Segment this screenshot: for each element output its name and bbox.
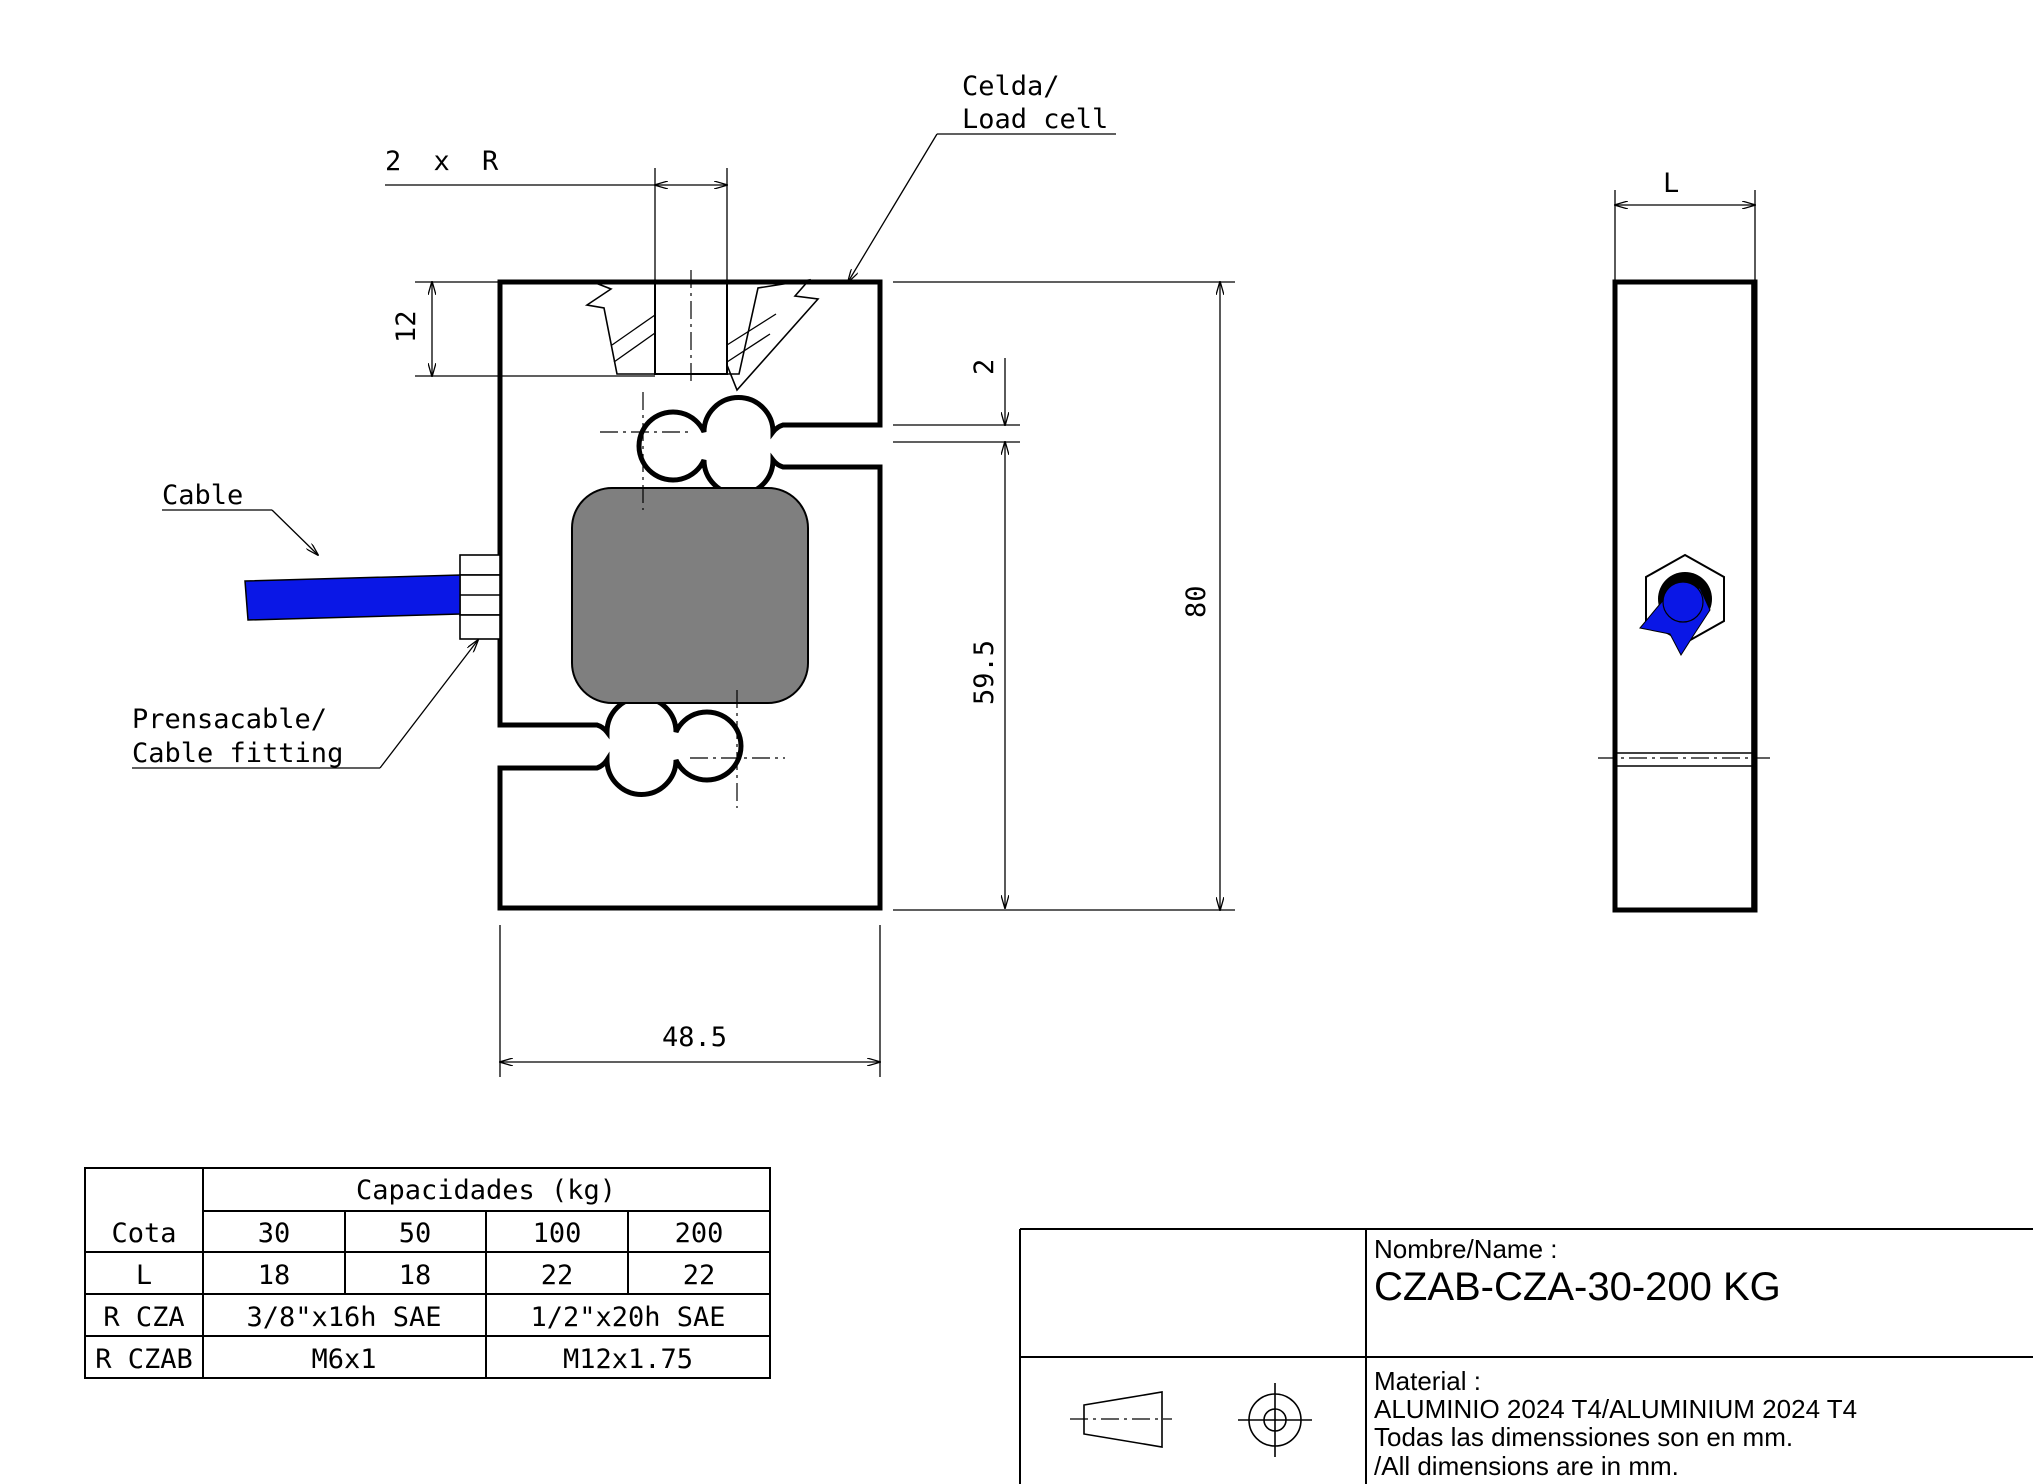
table-cell: 50 [399, 1218, 432, 1249]
table-header: Capacidades (kg) [356, 1175, 616, 1206]
table-cell: M6x1 [311, 1344, 376, 1375]
table-cell: 1/2"x20h SAE [530, 1302, 725, 1333]
table-cell: 30 [258, 1218, 291, 1249]
dim-59-5: 59.5 [969, 640, 1000, 705]
projection-symbol-icon [1070, 1383, 1312, 1457]
table-cell: R CZAB [95, 1344, 193, 1375]
thread-label: 2 x R [385, 146, 506, 177]
callouts: Celda/ Load cell Cable Prensacable/ Cabl… [132, 71, 1116, 769]
table-cell: R CZA [103, 1302, 184, 1333]
table-cell: L [136, 1260, 152, 1291]
threaded-hole-top [584, 270, 820, 392]
front-dimensions: 2 x R 12 2 59.5 80 48.5 [385, 146, 1235, 1077]
material-label: Material : [1374, 1366, 1481, 1396]
front-view [244, 270, 883, 911]
table-cell: 200 [675, 1218, 724, 1249]
dim-48-5: 48.5 [662, 1022, 727, 1053]
table-cell: 18 [258, 1260, 291, 1291]
dim-12: 12 [391, 310, 422, 343]
material-value: ALUMINIO 2024 T4/ALUMINIUM 2024 T4 [1374, 1394, 1857, 1424]
load-cell-label-2: Load cell [962, 104, 1108, 135]
center-pocket [571, 487, 809, 704]
table-cell: 3/8"x16h SAE [246, 1302, 441, 1333]
cable-fitting-label: Prensacable/ [132, 704, 327, 735]
cable [244, 574, 461, 621]
table-cell: M12x1.75 [563, 1344, 693, 1375]
capacity-table: Capacidades (kg) Cota 30 50 100 200 L 18… [84, 1167, 771, 1379]
dim-L: L [1663, 168, 1679, 199]
load-cell-label: Celda/ [962, 71, 1060, 102]
dim-80: 80 [1181, 585, 1212, 618]
name-value: CZAB-CZA-30-200 KG [1374, 1265, 1781, 1309]
title-block: Nombre/Name : CZAB-CZA-30-200 KG Materia… [1019, 1228, 2033, 1484]
dim-2: 2 [969, 359, 1000, 375]
table-cell: 100 [533, 1218, 582, 1249]
note-es: Todas las dimenssiones son en mm. [1374, 1422, 1793, 1452]
side-outline [1612, 279, 1758, 913]
cable-fitting-label-2: Cable fitting [132, 738, 343, 769]
name-label: Nombre/Name : [1374, 1234, 1558, 1264]
load-cell-outline [497, 279, 883, 911]
cable-label: Cable [162, 480, 243, 511]
table-cell: 18 [399, 1260, 432, 1291]
table-cell: 22 [683, 1260, 716, 1291]
table-cell: 22 [541, 1260, 574, 1291]
cable-fitting [459, 554, 501, 640]
table-cell: Cota [111, 1218, 176, 1249]
side-view: L [1598, 168, 1770, 913]
note-en: /All dimensions are in mm. [1374, 1451, 1679, 1481]
